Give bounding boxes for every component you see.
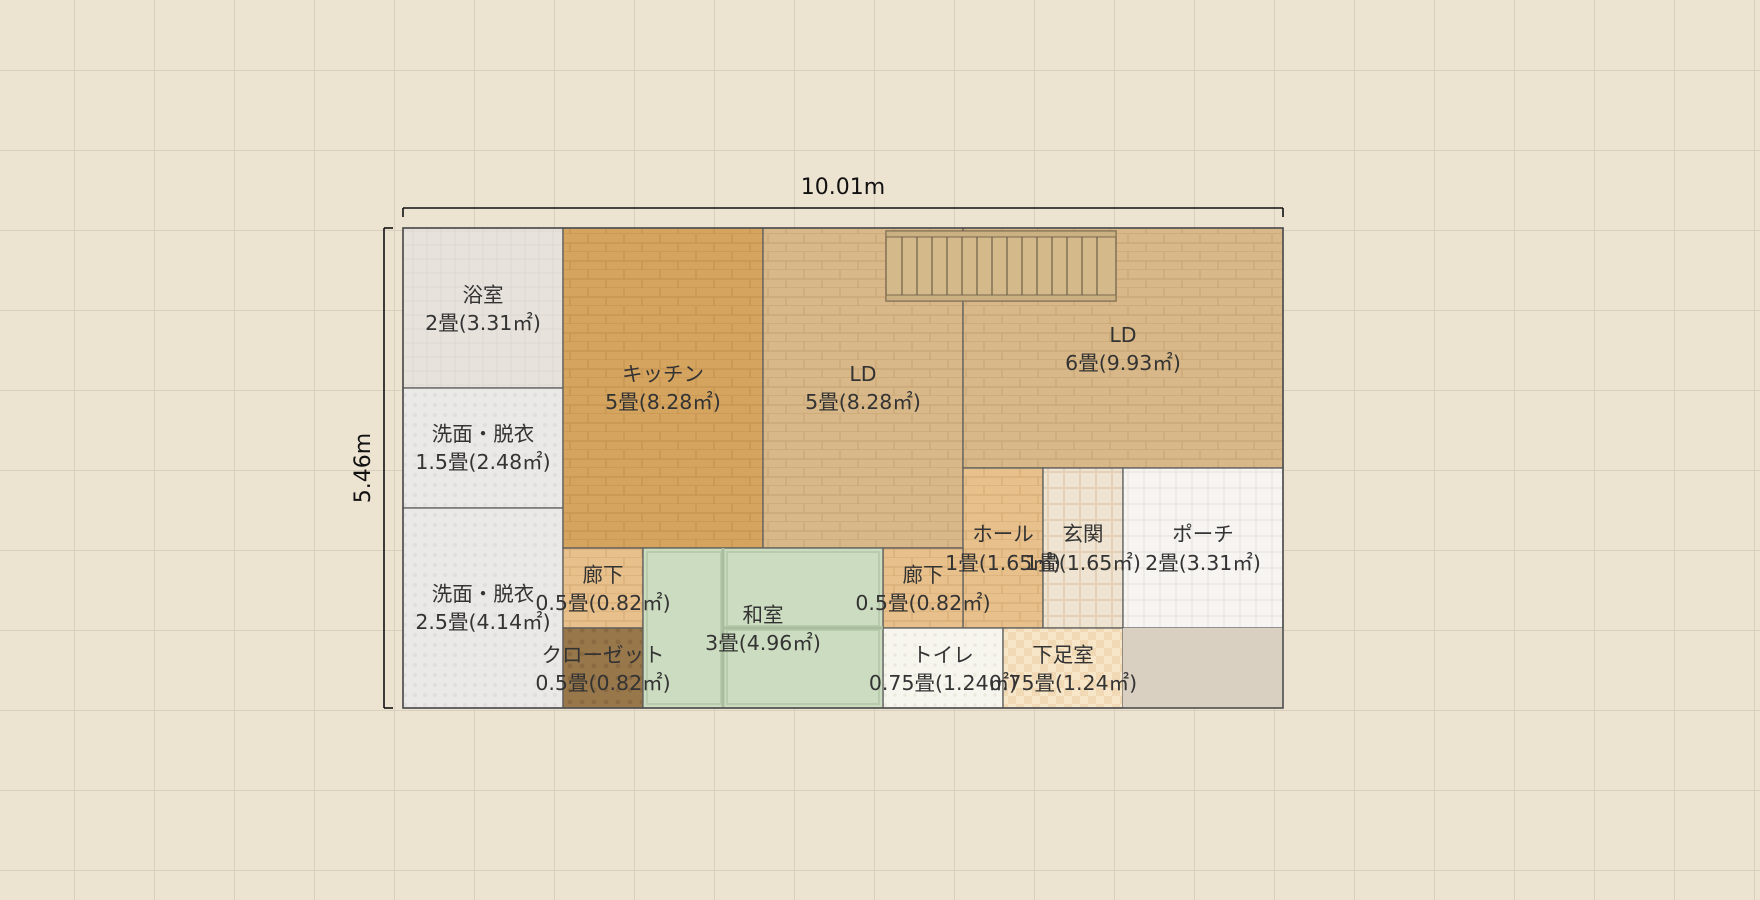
- room-toilet[interactable]: [882, 627, 1004, 709]
- hall-area: 1畳(1.65㎡): [945, 551, 1061, 575]
- room-labels: 浴室 2畳(3.31㎡) 洗面・脱衣 1.5畳(2.48㎡) 洗面・脱衣 2.5…: [415, 283, 1260, 695]
- corridor2-area: 0.5畳(0.82㎡): [855, 591, 990, 615]
- corridor1-area: 0.5畳(0.82㎡): [535, 591, 670, 615]
- ld1-area: 5畳(8.28㎡): [805, 390, 921, 414]
- room-porch[interactable]: [1122, 467, 1284, 629]
- corridor1-name: 廊下: [583, 563, 624, 587]
- corridor2-name: 廊下: [903, 563, 944, 587]
- ld2-area: 6畳(9.93㎡): [1065, 351, 1181, 375]
- shoeroom-name: 下足室: [1032, 643, 1094, 667]
- closet-area: 0.5畳(0.82㎡): [535, 671, 670, 695]
- outer-wall: [402, 227, 1284, 709]
- toilet-name: トイレ: [912, 643, 974, 667]
- toilet-area: 0.75畳(1.24㎡): [869, 671, 1017, 695]
- room-washroom-1[interactable]: [402, 387, 564, 509]
- room-corridor-2[interactable]: [882, 547, 964, 629]
- shoeroom-area: 0.75畳(1.24㎡): [989, 671, 1137, 695]
- bath-area: 2畳(3.31㎡): [425, 311, 541, 335]
- washitsu-name: 和室: [743, 603, 784, 627]
- kitchen-area: 5畳(8.28㎡): [605, 390, 721, 414]
- ld2-name: LD: [1109, 323, 1136, 347]
- room-entrance[interactable]: [1042, 467, 1124, 629]
- room-kitchen[interactable]: [562, 227, 764, 549]
- room-closet[interactable]: [562, 627, 644, 709]
- room-bath[interactable]: [402, 227, 564, 389]
- ld1-name: LD: [849, 362, 876, 386]
- wash1-area: 1.5畳(2.48㎡): [415, 450, 550, 474]
- room-shoe-storage[interactable]: [1002, 627, 1124, 709]
- wash1-name: 洗面・脱衣: [432, 422, 535, 446]
- room-hall[interactable]: [962, 467, 1044, 629]
- entrance-area: 1畳(1.65㎡): [1025, 551, 1141, 575]
- washitsu-area: 3畳(4.96㎡): [705, 631, 821, 655]
- height-dimension: 5.46m: [351, 227, 393, 709]
- hall-name: ホール: [972, 522, 1034, 546]
- room-corridor-1[interactable]: [562, 547, 644, 629]
- room-washitsu[interactable]: [642, 547, 884, 709]
- width-dimension-label: 10.01m: [801, 175, 885, 200]
- empty-area: [1123, 628, 1283, 708]
- wash2-area: 2.5畳(4.14㎡): [415, 610, 550, 634]
- closet-name: クローゼット: [542, 643, 665, 667]
- porch-name: ポーチ: [1172, 522, 1234, 546]
- wash2-name: 洗面・脱衣: [432, 582, 535, 606]
- kitchen-name: キッチン: [622, 362, 704, 386]
- porch-area: 2畳(3.31㎡): [1145, 551, 1261, 575]
- bath-name: 浴室: [463, 283, 504, 307]
- width-dimension: 10.01m: [402, 175, 1284, 217]
- height-dimension-label: 5.46m: [351, 433, 376, 503]
- entrance-name: 玄関: [1063, 522, 1104, 546]
- stairs-icon[interactable]: [885, 230, 1117, 302]
